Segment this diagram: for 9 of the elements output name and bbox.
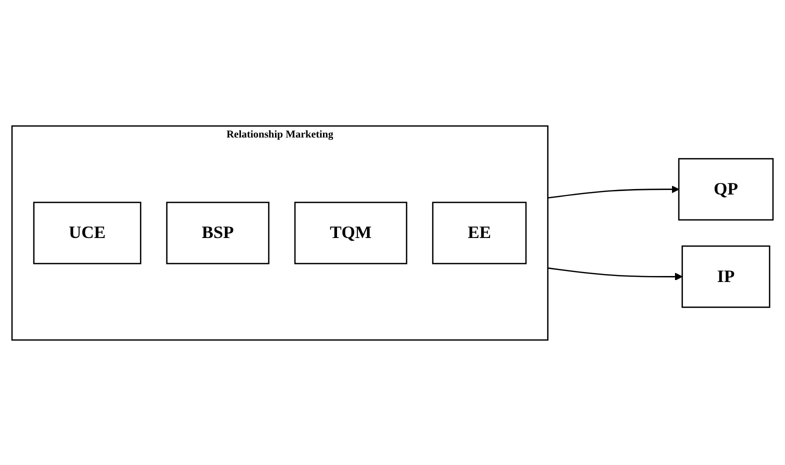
node-box — [678, 158, 774, 220]
node-box — [432, 201, 527, 264]
node-box — [166, 201, 270, 264]
node-box — [33, 201, 142, 264]
node-box — [294, 201, 408, 264]
arrow — [548, 266, 683, 280]
node-box — [682, 244, 770, 308]
arrow — [548, 184, 680, 198]
cluster — [11, 124, 548, 340]
